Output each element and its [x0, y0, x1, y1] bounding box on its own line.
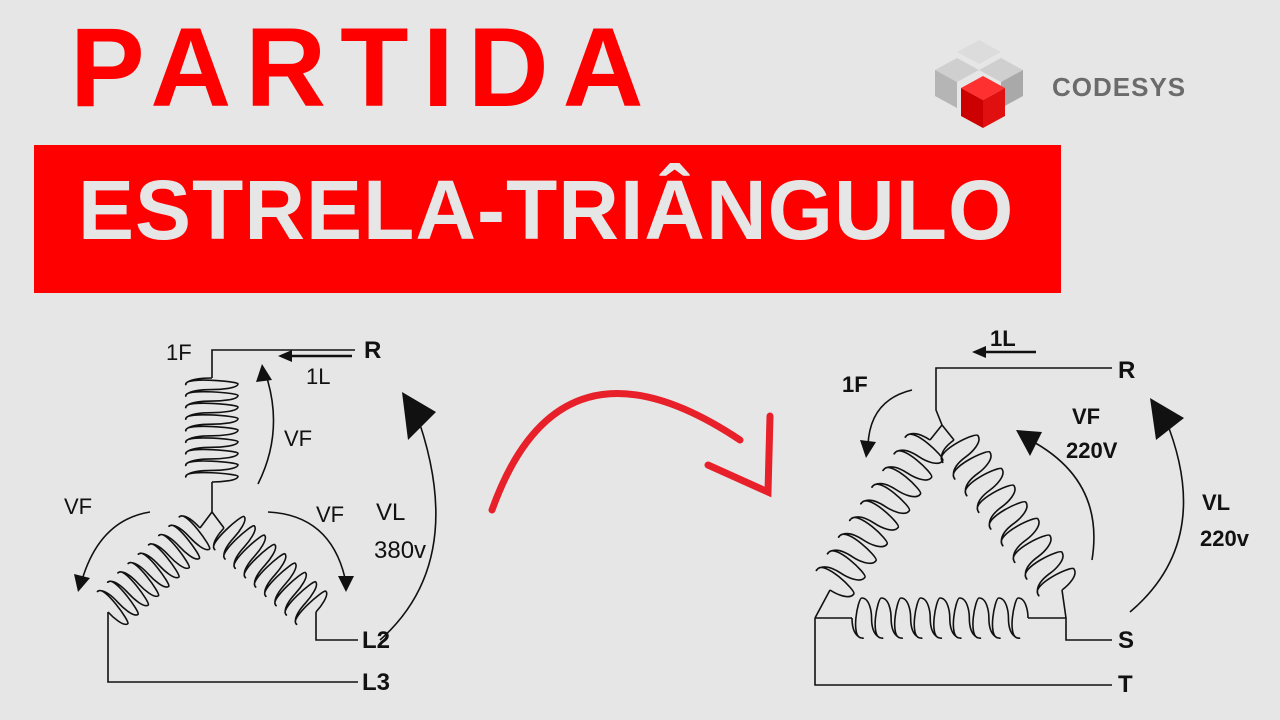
star-label-vf-left: VF [64, 494, 92, 519]
star-coil-right [212, 515, 328, 626]
star-label-vf-top: VF [284, 426, 312, 451]
delta-label-r: R [1118, 357, 1135, 384]
delta-label-1l: 1L [990, 326, 1016, 351]
star-label-1f: 1F [166, 340, 192, 365]
delta-coil-right [940, 434, 1076, 597]
brand-name: CODESYS [1052, 72, 1187, 102]
delta-label-1f: 1F [842, 372, 868, 397]
star-label-vl-value: 380v [374, 537, 426, 564]
delta-label-vf: VF [1072, 404, 1100, 429]
delta-coil-left [815, 432, 944, 598]
star-label-l3: L3 [362, 669, 390, 696]
title-estrela-triangulo: ESTRELA-TRIÂNGULO [78, 163, 1015, 257]
star-label-vl: VL [376, 499, 405, 526]
star-label-l2: L2 [362, 627, 390, 654]
delta-label-vf-value: 220V [1066, 438, 1118, 463]
delta-label-t: T [1118, 671, 1133, 698]
star-diagram [74, 349, 437, 683]
delta-coil-bottom [851, 597, 1029, 640]
delta-label-vl: VL [1202, 490, 1230, 515]
star-coil-left [96, 515, 211, 626]
curved-arrow-right-icon [488, 390, 774, 514]
delta-label-vl-value: 220v [1200, 526, 1250, 551]
star-label-vf-right: VF [316, 502, 344, 527]
star-label-r: R [364, 337, 381, 364]
star-coil-top [184, 377, 239, 483]
title-band [34, 145, 1061, 293]
delta-diagram [814, 346, 1185, 686]
delta-label-s: S [1118, 627, 1134, 654]
star-label-1l: 1L [306, 364, 330, 389]
title-partida: PARTIDA [70, 5, 658, 130]
